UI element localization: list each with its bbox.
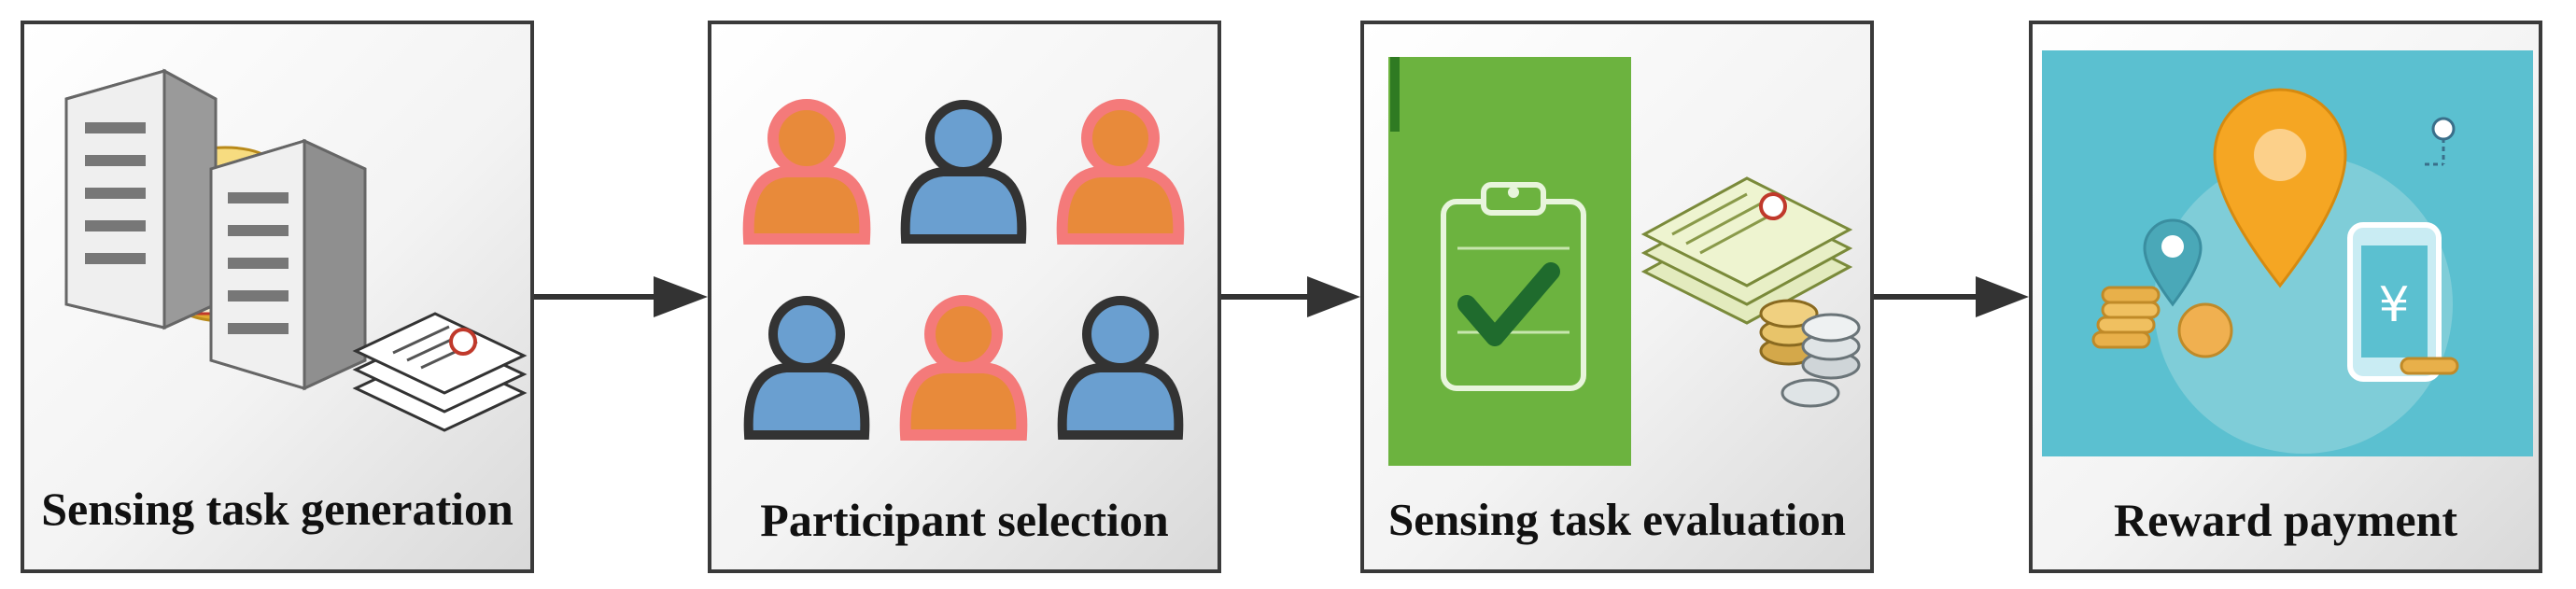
person-icon [749, 301, 866, 435]
stage-participant-selection: Participant selection [708, 21, 1221, 573]
person-icon [749, 105, 866, 239]
clipboard-check-icon [1388, 57, 1631, 466]
stage-reward-payment: ¥ Reward payment [2029, 21, 2542, 573]
stage-sensing-task-evaluation: Sensing task evaluation [1360, 21, 1874, 573]
stage-2-illustration [711, 24, 1225, 472]
document-stack-icon [1640, 176, 1853, 325]
document-stack-icon [352, 312, 528, 432]
server-icon [209, 138, 367, 391]
arrow-2 [1221, 276, 1360, 317]
stage-4-illustration: ¥ [2042, 50, 2533, 456]
stage-2-label: Participant selection [760, 494, 1169, 546]
stage-1-label: Sensing task generation [41, 483, 514, 535]
person-icon [1063, 301, 1179, 435]
server-icon [64, 68, 218, 330]
coin-stack-icon [2091, 286, 2459, 375]
arrow-3 [1874, 276, 2029, 317]
location-pin-icon [2143, 218, 2203, 307]
svg-text:¥: ¥ [2378, 277, 2409, 333]
stage-4-label: Reward payment [2113, 494, 2458, 546]
phone-yuan-icon: ¥ [2347, 222, 2442, 382]
stage-3-illustration [1388, 57, 1861, 466]
coin-stack-icon [1759, 299, 1861, 408]
stage-sensing-task-generation: Sensing task generation [21, 21, 534, 573]
stage-3-label: Sensing task evaluation [1387, 494, 1847, 545]
person-icon [1063, 105, 1179, 239]
person-icon [906, 301, 1022, 435]
person-icon [906, 105, 1022, 239]
arrow-1 [534, 276, 708, 317]
stage-1-illustration [64, 68, 528, 432]
location-pin-icon [2213, 88, 2347, 288]
